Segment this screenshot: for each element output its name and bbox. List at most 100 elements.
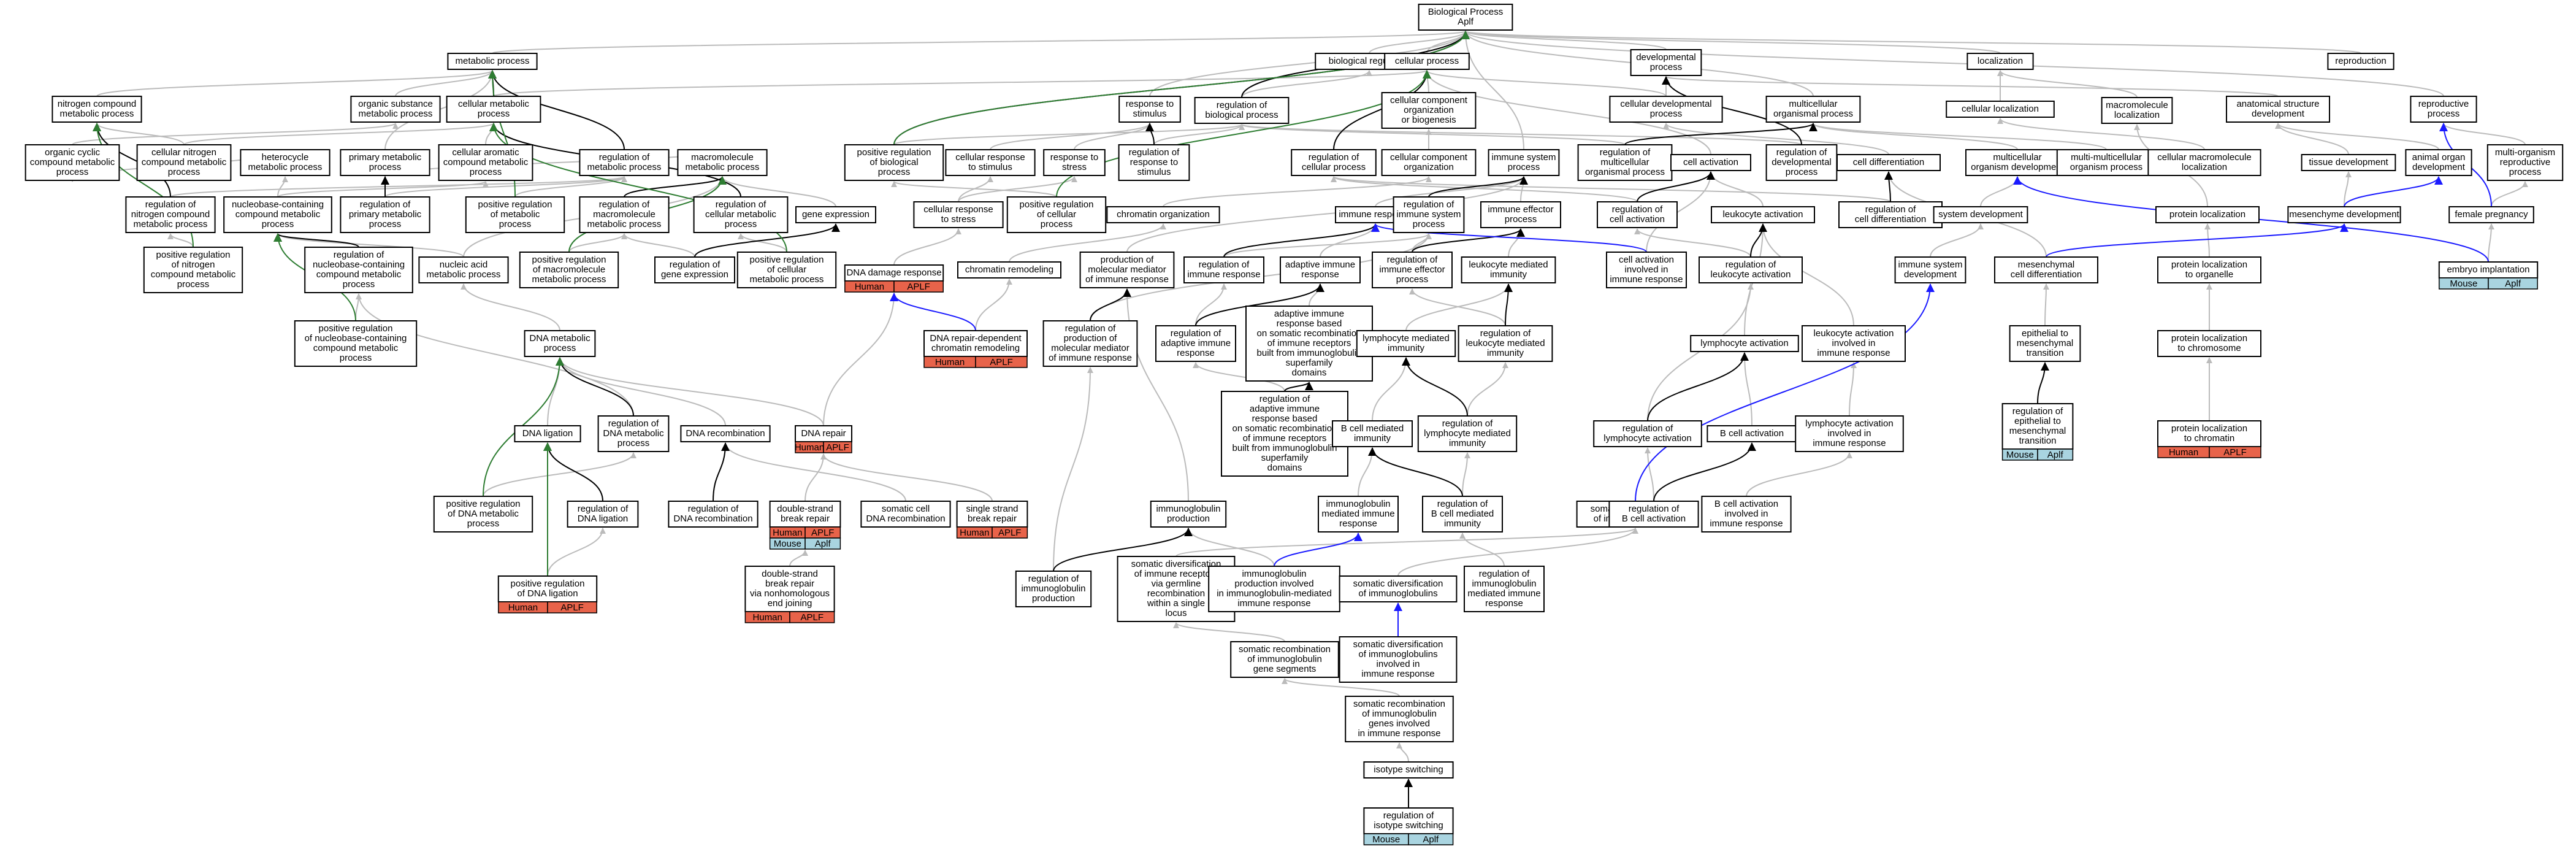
- go-term-node: DNA recombination: [680, 425, 771, 442]
- term-box: [52, 96, 142, 123]
- term-box: [1577, 144, 1673, 181]
- is-a-edge: [738, 233, 787, 253]
- term-label: B cell mediated: [1431, 509, 1494, 519]
- human-annotation-cell: [2209, 446, 2261, 458]
- is-a-edge: [483, 452, 636, 497]
- term-label: metabolic process: [587, 162, 662, 172]
- regulates-edge: [1223, 223, 1380, 258]
- term-box: [1194, 97, 1290, 124]
- positively-regulates-edge: [893, 31, 1470, 145]
- go-term-node: female pregnancy: [2448, 206, 2534, 223]
- term-label: cell differentiation: [2011, 269, 2082, 280]
- human-annotation-label: APLF: [560, 602, 584, 613]
- term-box: [1372, 252, 1453, 288]
- term-box: [860, 501, 951, 528]
- term-label: immune response: [1610, 274, 1683, 285]
- term-label: epithelial to: [2014, 416, 2061, 426]
- regulates-edge: [488, 70, 625, 150]
- is-a-edge: [1462, 31, 2001, 54]
- term-label: of metabolic: [491, 209, 540, 220]
- term-label: of nucleobase-containing: [305, 333, 407, 344]
- term-label: leukocyte activation: [1814, 328, 1894, 339]
- is-a-edge: [1746, 452, 1852, 497]
- term-label: immune system: [1491, 152, 1556, 163]
- term-box: [1363, 761, 1454, 779]
- term-label: process: [467, 518, 500, 529]
- regulates-edge: [273, 233, 359, 248]
- is-a-edge: [893, 124, 1245, 145]
- term-label: metabolic process: [248, 162, 323, 172]
- is-a-edge: [1424, 70, 1667, 97]
- term-label: involved in: [1828, 428, 1871, 439]
- term-label: cellular process: [1302, 162, 1366, 172]
- term-label: gene expression: [802, 209, 869, 220]
- term-box: [1458, 325, 1553, 362]
- term-box: [1608, 501, 1699, 528]
- term-box: [736, 252, 837, 288]
- term-label: compound metabolic: [30, 157, 115, 167]
- term-label: in immune response: [1358, 728, 1440, 739]
- is-a-edge: [621, 233, 695, 258]
- term-box: [136, 144, 232, 181]
- term-box: [1701, 496, 1792, 533]
- term-label: of immunoglobulins: [1358, 649, 1437, 659]
- is-a-edge: [277, 181, 489, 198]
- term-label: cell differentiation: [1853, 157, 1924, 167]
- term-box: [1245, 306, 1373, 382]
- human-annotation-label: Human: [753, 612, 782, 623]
- term-label: organismal process: [1773, 109, 1853, 119]
- term-label: reproduction: [2335, 56, 2386, 66]
- term-box: [1118, 96, 1181, 123]
- term-label: process: [1396, 274, 1429, 285]
- term-label: multicellular: [1789, 99, 1837, 109]
- term-label: regulation of: [1480, 328, 1531, 339]
- term-label: of immune response: [1049, 353, 1132, 363]
- term-label: DNA recombination: [866, 513, 945, 524]
- term-box: [223, 196, 332, 233]
- term-label: nitrogen compound: [58, 99, 136, 109]
- term-box: [923, 330, 1028, 357]
- term-label: organism process: [2070, 162, 2142, 172]
- term-label: cellular nitrogen: [151, 147, 216, 158]
- is-a-edge: [820, 453, 993, 502]
- term-label: biological process: [1205, 110, 1278, 120]
- term-label: development: [2252, 109, 2305, 119]
- term-label: development: [2412, 162, 2466, 172]
- is-a-edge: [1462, 31, 2444, 97]
- term-box: [1765, 144, 1838, 181]
- is-a-edge: [1282, 678, 1400, 697]
- term-label: DNA metabolic: [603, 428, 664, 439]
- term-label: Biological Process: [1428, 7, 1504, 17]
- term-label: of macromolecule: [533, 264, 605, 275]
- term-label: developmental: [1771, 157, 1832, 167]
- term-box: [2226, 96, 2330, 123]
- mouse-annotation-label: Aplf: [1423, 834, 1439, 845]
- term-label: cell differentiation: [1855, 214, 1926, 225]
- is-a-edge: [990, 123, 1153, 150]
- is-a-edge: [1810, 123, 2107, 150]
- is-a-edge: [355, 293, 362, 321]
- part-of-edge: [1371, 223, 1647, 253]
- term-label: production of: [1101, 255, 1155, 265]
- mouse-annotation-cell: [2037, 448, 2074, 461]
- term-label: regulation of: [599, 152, 650, 163]
- term-label: domains: [1267, 463, 1302, 473]
- term-label: cellular response: [955, 152, 1025, 163]
- term-label: regulation of: [145, 199, 196, 210]
- term-box: [304, 247, 413, 293]
- term-box: [1946, 101, 2055, 118]
- term-box: [433, 496, 533, 533]
- go-term-node: protein localization: [2155, 206, 2260, 223]
- term-box: [1966, 53, 2034, 70]
- is-a-edge: [1663, 123, 1889, 155]
